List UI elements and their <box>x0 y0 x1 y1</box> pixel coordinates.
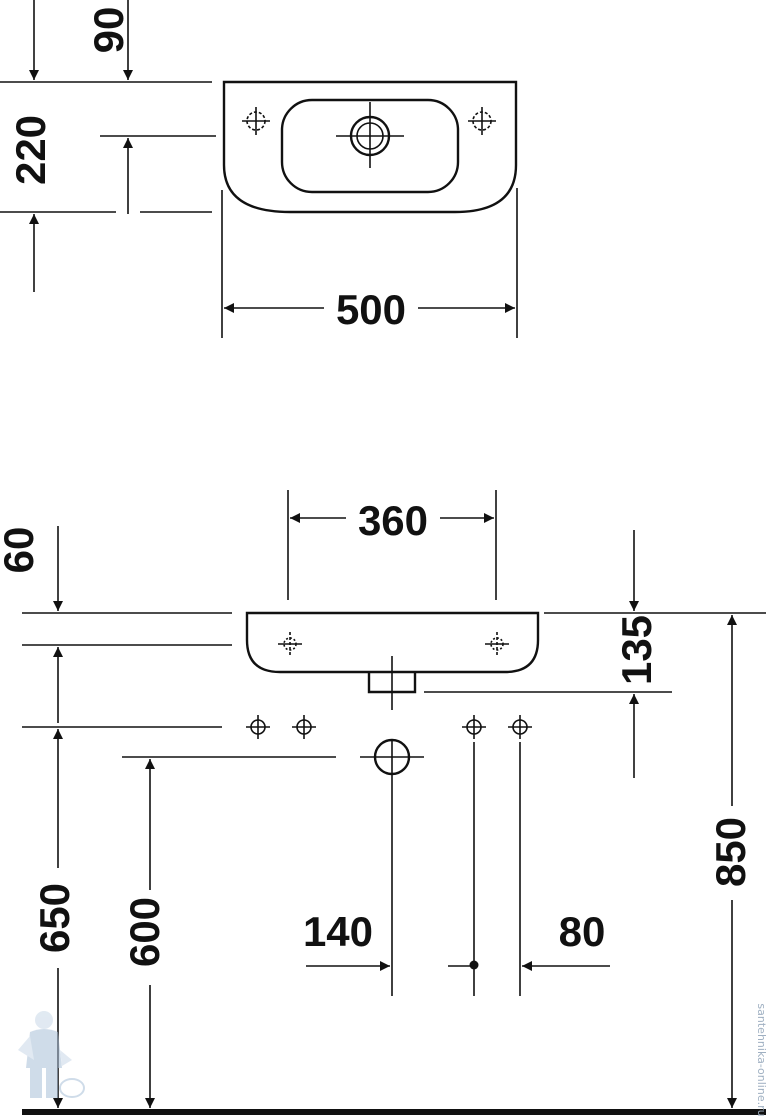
tap-hole-left-icon <box>242 107 270 135</box>
supply-center-dot <box>469 960 479 970</box>
dim-label-360: 360 <box>358 497 428 544</box>
fixing-point-1-icon <box>246 715 270 739</box>
dim-label-90: 90 <box>85 7 132 54</box>
supply-point-1-icon <box>462 715 486 739</box>
basin-front-outline <box>245 611 540 674</box>
dim-label-140: 140 <box>303 908 373 955</box>
tap-hole-front-left-icon <box>278 632 302 656</box>
dim-label-60: 60 <box>0 527 42 574</box>
dim-label-650: 650 <box>31 883 78 953</box>
waste-pipe-icon <box>360 738 424 996</box>
supply-point-2-icon <box>508 715 532 739</box>
basin-top-outline <box>222 80 518 214</box>
tap-hole-right-icon <box>468 107 496 135</box>
drain-icon <box>336 102 404 168</box>
dim-label-850: 850 <box>707 817 754 887</box>
dim-label-135: 135 <box>613 615 660 685</box>
dim-label-220: 220 <box>7 115 54 185</box>
dim-label-80: 80 <box>559 908 606 955</box>
plumber-mascot-icon <box>18 1011 85 1098</box>
dim-label-500: 500 <box>336 286 406 333</box>
watermark-text: santehnika-online.ru <box>755 1003 766 1116</box>
fixing-point-2-icon <box>292 715 316 739</box>
basin-top-bowl <box>280 98 460 194</box>
top-view: 90 220 500 <box>0 0 518 338</box>
dim-label-600: 600 <box>121 897 168 967</box>
front-view: 360 60 135 650 600 140 80 850 <box>0 490 766 1115</box>
tap-hole-front-right-icon <box>485 632 509 656</box>
